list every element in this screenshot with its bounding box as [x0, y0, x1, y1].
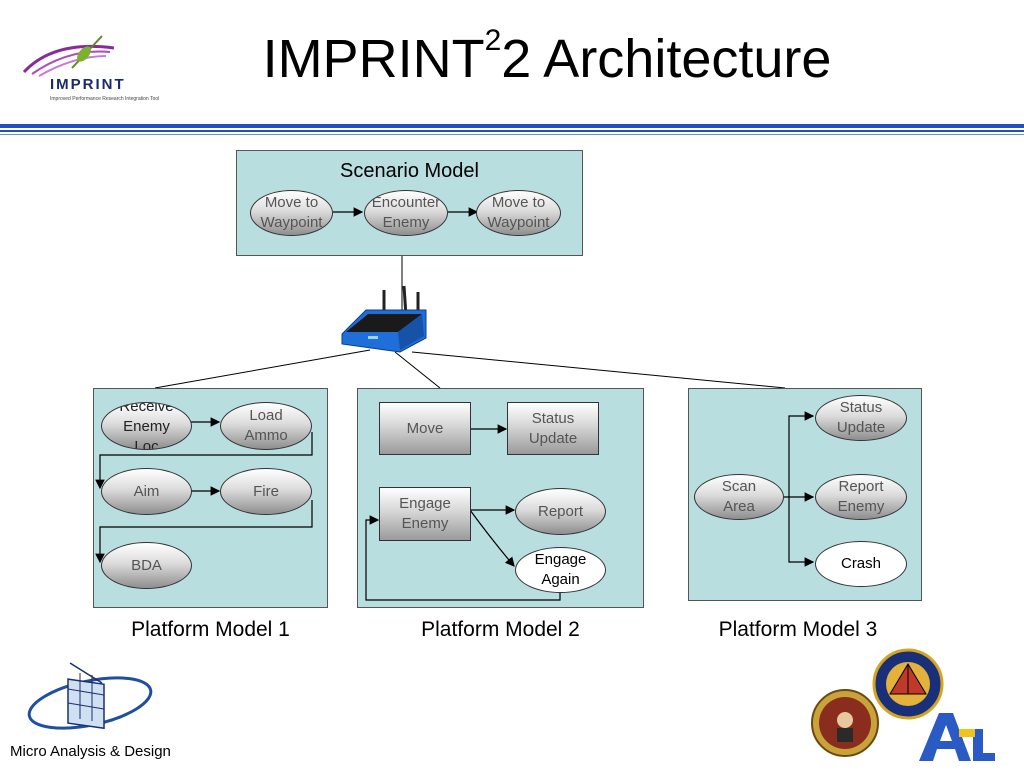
scenario-node-move-to-waypoint-1[interactable]: Move to Waypoint	[250, 190, 333, 236]
platform-1-node-label: Receive Enemy Loc	[119, 402, 174, 450]
platform-model-3-label: Platform Model 3	[718, 618, 878, 641]
platform-3-node-label: Scan Area	[721, 478, 757, 515]
imprint-logo: IMPRINT Improved Performance Research In…	[14, 30, 174, 108]
platform-2-node-status-update[interactable]: Status Update	[507, 402, 599, 455]
platform-2-node-label: Engage Enemy	[399, 495, 451, 532]
army-seal-icon	[810, 688, 880, 758]
header-rule-thin	[0, 130, 1024, 132]
platform-1-node-aim[interactable]: Aim	[101, 468, 192, 515]
header-rule-thin-2	[0, 134, 1024, 135]
scenario-node-label: Move to Waypoint	[260, 194, 323, 231]
platform-model-1-label: Platform Model 1	[131, 618, 290, 641]
title-suffix: 2 Architecture	[501, 29, 832, 89]
title-superscript: 2	[484, 24, 502, 57]
platform-1-node-bda[interactable]: BDA	[101, 542, 192, 589]
scenario-node-move-to-waypoint-2[interactable]: Move to Waypoint	[476, 190, 561, 236]
platform-2-node-label: Status Update	[528, 409, 578, 447]
platform-1-node-load-ammo[interactable]: Load Ammo	[220, 402, 312, 450]
scenario-node-encounter-enemy[interactable]: Encounter Enemy	[364, 190, 448, 236]
platform-2-node-label: Move	[406, 419, 444, 437]
platform-3-node-label: Status Update	[836, 399, 886, 436]
scenario-node-label: Encounter Enemy	[371, 194, 441, 231]
imprint-logo-word: IMPRINT	[50, 76, 126, 93]
imprint-logo-tagline: Improved Performance Research Integratio…	[50, 96, 160, 102]
platform-2-node-engage-enemy[interactable]: Engage Enemy	[379, 487, 471, 541]
arl-logo	[915, 705, 997, 765]
router-icon	[338, 282, 430, 354]
scenario-model-title: Scenario Model	[340, 160, 479, 182]
platform-1-node-label: Load Ammo	[244, 407, 288, 444]
title-text: IMPRINT	[262, 29, 485, 89]
page-title: IMPRINT22 Architecture	[0, 24, 1024, 90]
platform-2-node-move[interactable]: Move	[379, 402, 471, 455]
platform-2-node-label: Report	[537, 502, 584, 520]
platform-3-node-report-enemy[interactable]: Report Enemy	[815, 474, 907, 520]
platform-3-node-status-update[interactable]: Status Update	[815, 395, 907, 441]
platform-2-node-label: Engage Again	[534, 551, 587, 588]
platform-3-node-scan-area[interactable]: Scan Area	[694, 474, 784, 520]
platform-1-node-label: Fire	[253, 482, 279, 500]
header-rule	[0, 124, 1024, 128]
platform-1-node-label: BDA	[131, 556, 162, 574]
platform-1-node-label: Aim	[133, 482, 160, 500]
technology-to-win-seal-icon	[872, 648, 944, 720]
platform-model-2-label: Platform Model 2	[421, 618, 580, 641]
platform-3-node-label: Report Enemy	[837, 478, 885, 515]
platform-2-node-engage-again[interactable]: Engage Again	[515, 547, 606, 593]
platform-1-node-fire[interactable]: Fire	[220, 468, 312, 515]
platform-2-node-report[interactable]: Report	[515, 488, 606, 535]
company-name: Micro Analysis & Design	[10, 743, 171, 760]
platform-3-node-crash[interactable]: Crash	[815, 541, 907, 587]
platform-1-node-receive-enemy-loc[interactable]: Receive Enemy Loc	[101, 402, 192, 450]
micro-analysis-logo: Micro Analysis & Design	[10, 655, 190, 765]
platform-3-node-label: Crash	[840, 555, 881, 572]
scenario-node-label: Move to Waypoint	[487, 194, 550, 231]
